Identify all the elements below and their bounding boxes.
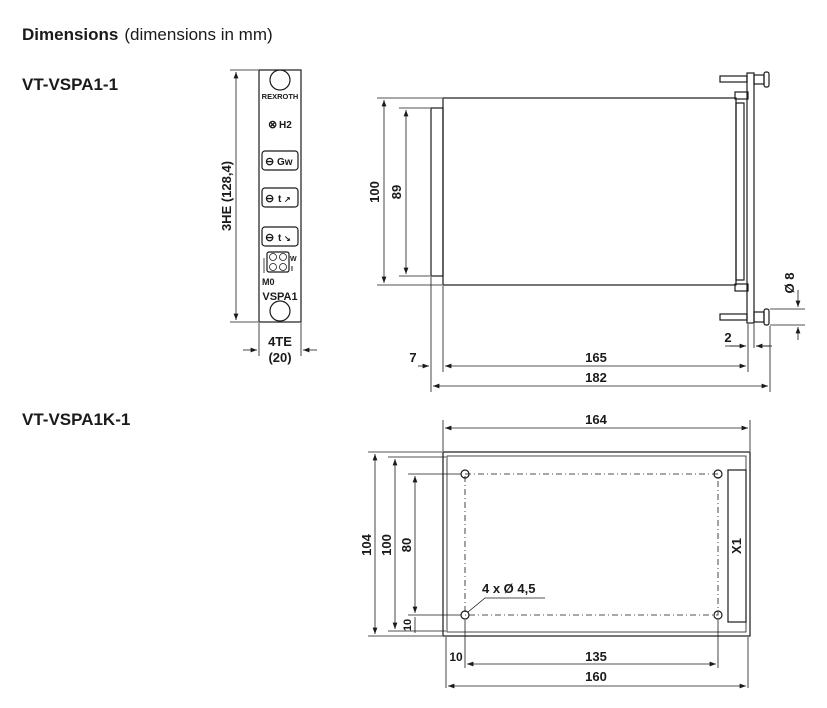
connector-label: X1 xyxy=(729,538,744,554)
socket-w-label: W xyxy=(290,256,297,263)
arrow-down-icon: ↘ xyxy=(284,234,291,243)
heading: Dimensions(dimensions in mm) xyxy=(22,25,273,44)
front-panel: REXROTH ⊗ H2 ⊖ Gw ⊖ t ↗ ⊖ t ↘ W I M0 VSP… xyxy=(219,69,317,365)
dim-width-mm: (20) xyxy=(268,350,291,365)
top-view: X1 4 x Ø 4,5 164 104 100 80 10 10 135 16… xyxy=(359,412,751,689)
holes-label: 4 x Ø 4,5 xyxy=(482,581,535,596)
pot-ramp-down-label: t xyxy=(278,233,282,244)
dim-89: 89 xyxy=(389,185,404,199)
led-label: H2 xyxy=(279,120,292,131)
hole-icon xyxy=(713,610,723,620)
model-label: VSPA1 xyxy=(262,291,297,303)
dim-10-horiz: 10 xyxy=(449,650,463,664)
dim-160: 160 xyxy=(585,669,607,684)
dim-104: 104 xyxy=(359,533,374,555)
dim-80: 80 xyxy=(399,538,414,552)
dim-height: 3HE (128,4) xyxy=(219,161,234,231)
dim-182: 182 xyxy=(585,370,607,385)
test-socket xyxy=(266,251,290,273)
dim-2: 2 xyxy=(724,330,731,345)
mounting-hole-icon xyxy=(269,300,291,322)
dim-100b: 100 xyxy=(379,534,394,556)
variant1-label: VT-VSPA1-1 xyxy=(22,75,118,94)
ground-label: M0 xyxy=(262,277,275,287)
dim-100: 100 xyxy=(367,181,382,203)
dim-10-vert: 10 xyxy=(402,619,414,631)
side-view: 100 89 7 165 182 2 Ø 8 xyxy=(367,71,805,392)
pot-icon: ⊖ xyxy=(265,193,274,205)
pot-ramp-up xyxy=(261,187,299,208)
dim-135: 135 xyxy=(585,649,607,664)
dim-7: 7 xyxy=(409,350,416,365)
pot-gw xyxy=(261,150,299,171)
brand-label: REXROTH xyxy=(262,92,299,101)
dim-164: 164 xyxy=(585,412,607,427)
pot-icon: ⊖ xyxy=(265,156,274,168)
pot-ramp-down xyxy=(261,226,299,247)
dim-dia8: Ø 8 xyxy=(782,273,797,294)
led-icon: ⊗ xyxy=(268,119,277,131)
socket-i-label: I xyxy=(291,266,293,273)
dim-width-te: 4TE xyxy=(268,334,292,349)
mounting-hole-icon xyxy=(269,69,291,91)
dim-165: 165 xyxy=(585,350,607,365)
hole-icon xyxy=(713,469,723,479)
pot-ramp-up-label: t xyxy=(278,194,282,205)
pot-gw-label: Gw xyxy=(277,157,293,168)
variant2-label: VT-VSPA1K-1 xyxy=(22,410,130,429)
connector-x1 xyxy=(727,469,747,623)
pot-icon: ⊖ xyxy=(265,232,274,244)
arrow-up-icon: ↗ xyxy=(284,195,291,204)
